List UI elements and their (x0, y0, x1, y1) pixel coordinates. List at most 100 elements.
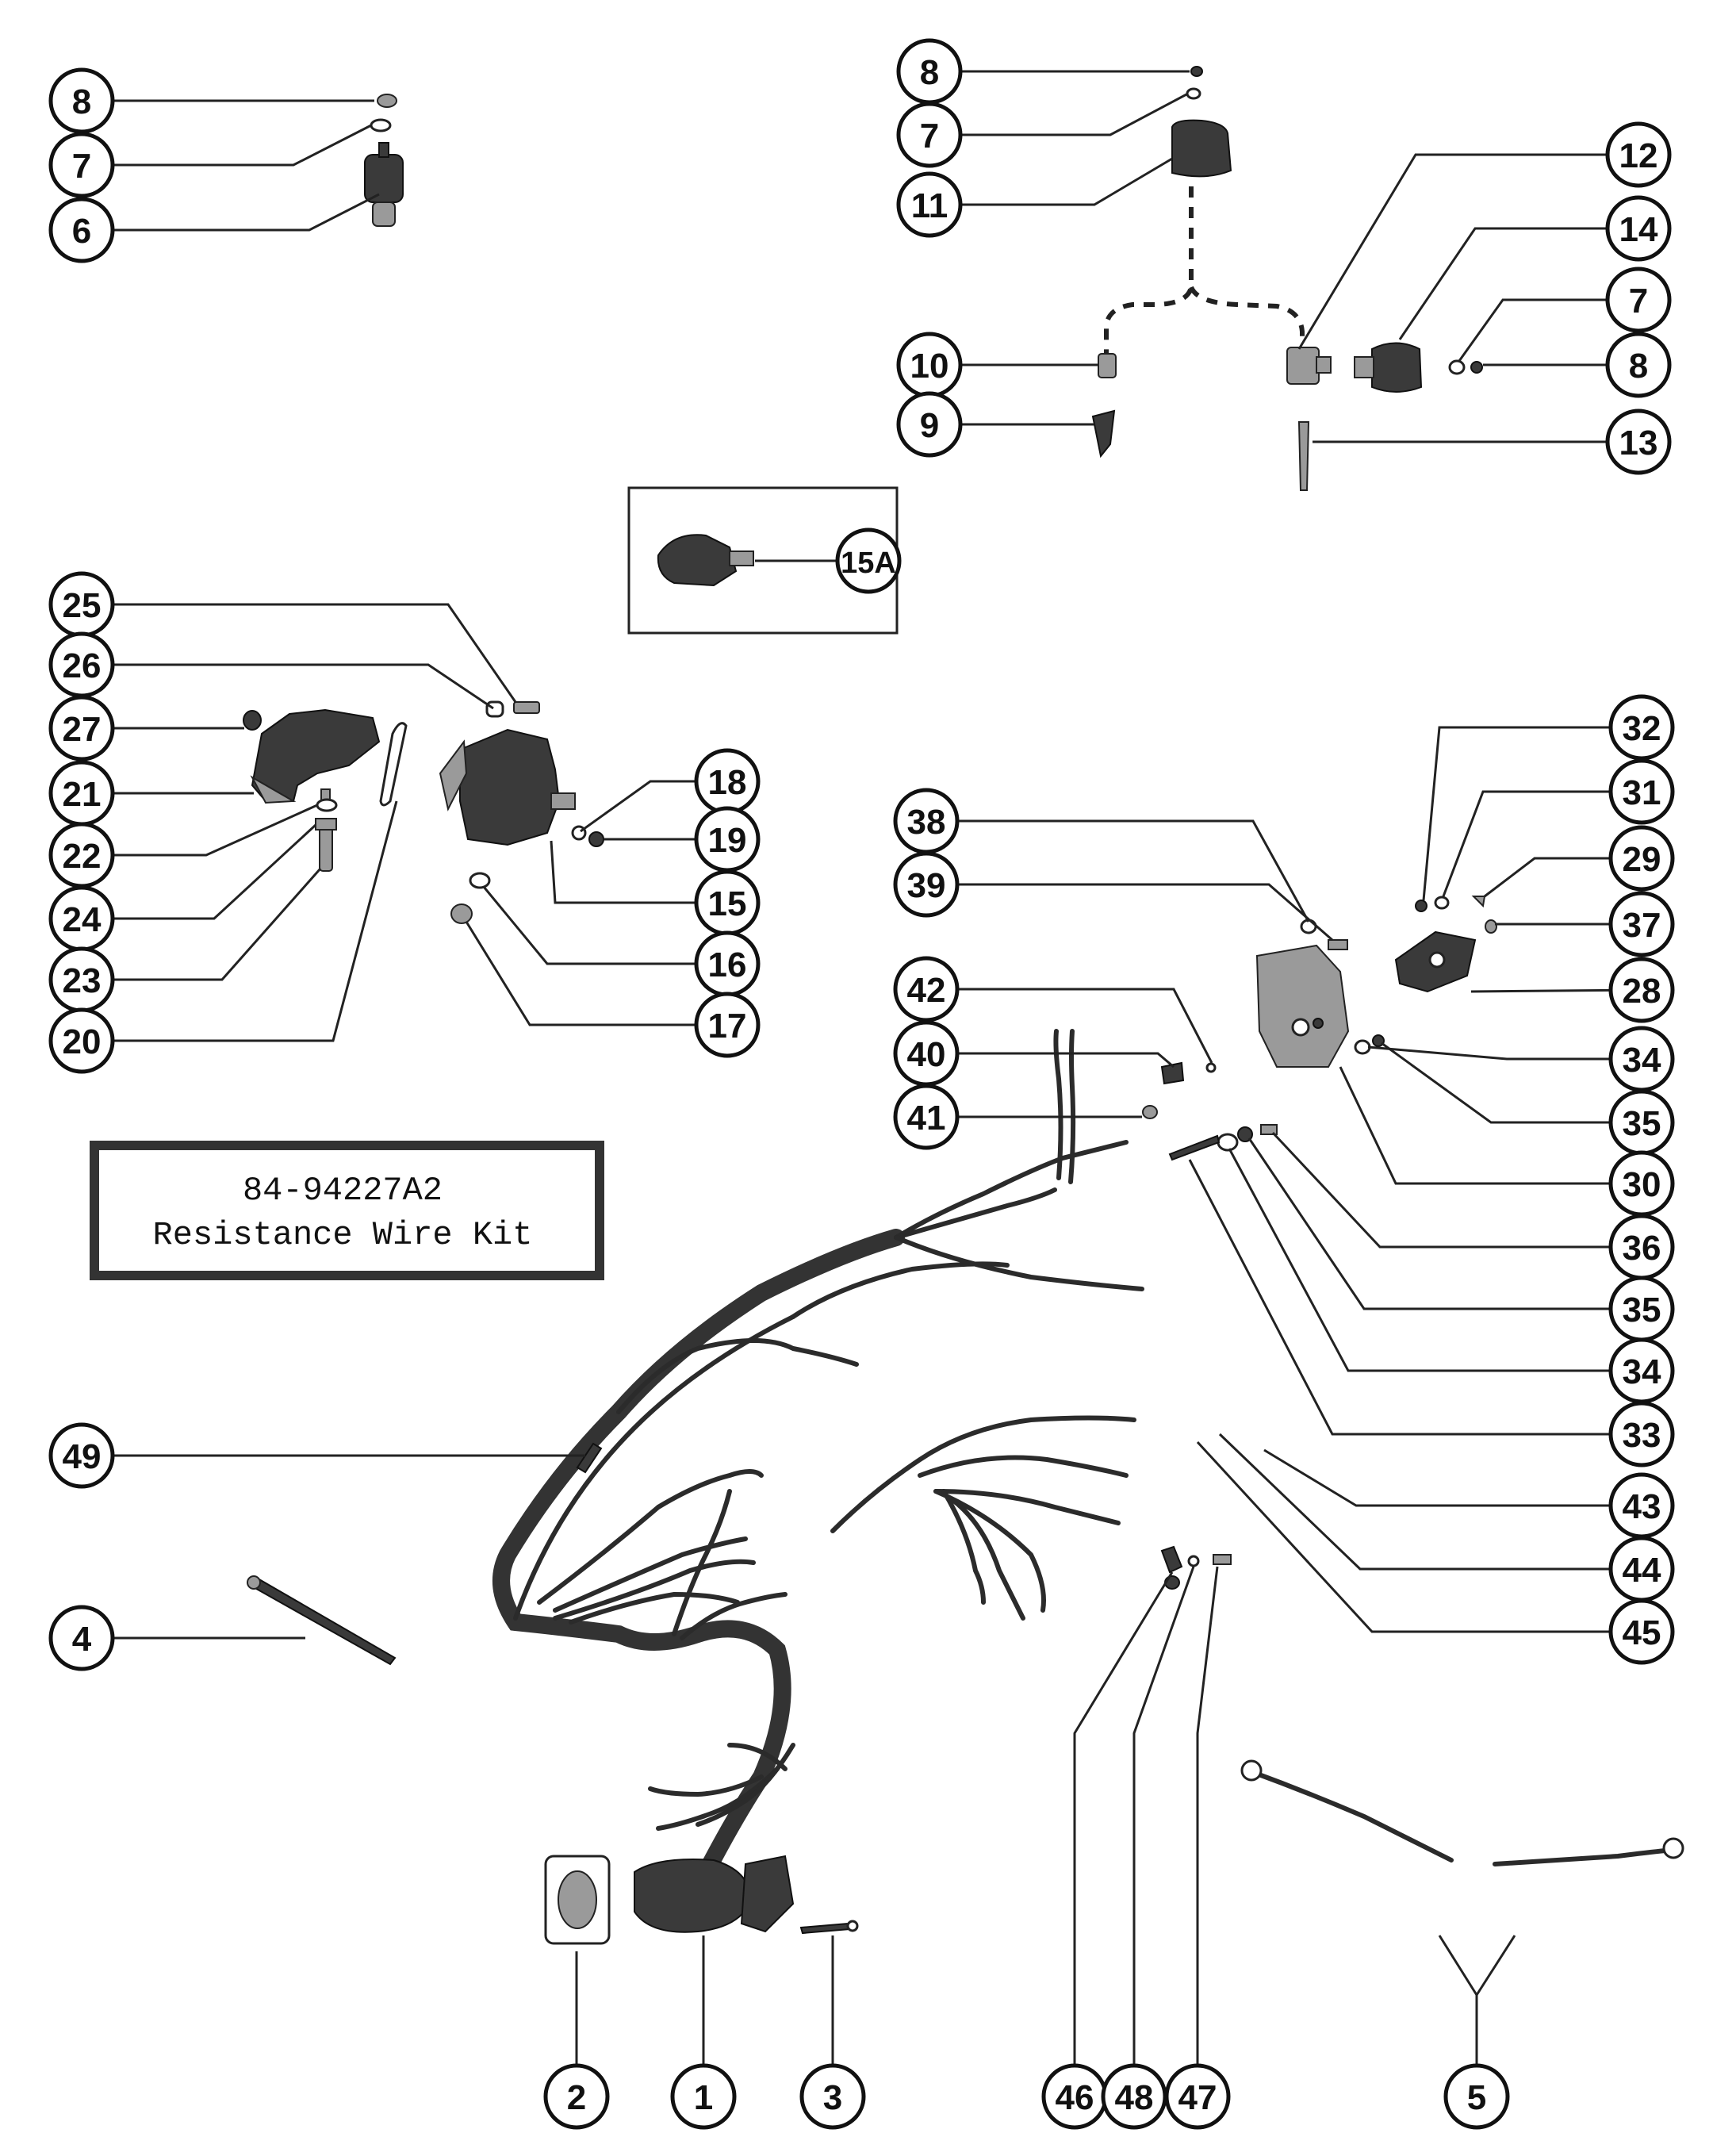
callout-labels: 8 7 6 8 7 11 10 9 12 14 7 8 13 15A 25 26… (48, 38, 1675, 2130)
callout-44-text: 44 (1623, 1551, 1661, 1590)
callout-21-text: 21 (63, 775, 102, 814)
callout-14-text: 14 (1619, 210, 1658, 249)
callout-35a: 35 (1608, 1089, 1675, 1156)
callout-33: 33 (1608, 1401, 1675, 1467)
hardware-46-47-48 (1160, 1545, 1232, 1590)
callout-11-text: 11 (911, 186, 948, 225)
wiring-harness-1 (492, 1029, 1144, 1945)
callout-8b-text: 8 (920, 53, 939, 92)
callout-32: 32 (1608, 694, 1675, 761)
callout-4: 4 (48, 1605, 115, 1671)
callout-48-text: 48 (1115, 2078, 1154, 2117)
callout-48: 48 (1101, 2063, 1167, 2130)
kit-description: Resistance Wire Kit (153, 1216, 533, 1254)
callout-36-text: 36 (1623, 1229, 1661, 1268)
callout-7a: 7 (48, 132, 115, 198)
callout-20: 20 (48, 1007, 115, 1074)
callout-34b-text: 34 (1623, 1352, 1661, 1391)
callout-34a-text: 34 (1623, 1041, 1661, 1080)
callout-8c: 8 (1605, 332, 1672, 398)
callout-14: 14 (1605, 195, 1672, 262)
callout-19: 19 (694, 806, 761, 873)
callout-30-text: 30 (1623, 1165, 1661, 1204)
callout-16: 16 (694, 930, 761, 997)
callout-24-text: 24 (63, 900, 102, 939)
callout-15: 15 (694, 869, 761, 936)
callout-12-text: 12 (1619, 136, 1658, 175)
callout-2: 2 (543, 2063, 610, 2130)
callout-26-text: 26 (63, 646, 102, 685)
callout-13-text: 13 (1619, 424, 1658, 462)
callout-47: 47 (1164, 2063, 1231, 2130)
callout-32-text: 32 (1623, 709, 1661, 748)
callout-8a-text: 8 (72, 82, 91, 121)
solenoid-assembly-15 (243, 700, 604, 924)
callout-22: 22 (48, 822, 115, 888)
callout-7a-text: 7 (72, 147, 91, 186)
callout-35b-text: 35 (1623, 1291, 1661, 1329)
callout-17-text: 17 (708, 1007, 747, 1045)
callout-41: 41 (893, 1084, 960, 1150)
callout-4-text: 4 (72, 1620, 92, 1659)
callout-33-text: 33 (1623, 1416, 1661, 1455)
callout-27: 27 (48, 695, 115, 762)
callout-13: 13 (1605, 409, 1672, 475)
callout-29: 29 (1608, 825, 1675, 892)
callout-38: 38 (893, 788, 960, 854)
callout-35b: 35 (1608, 1276, 1675, 1342)
callout-41-text: 41 (907, 1099, 946, 1137)
callout-43-text: 43 (1623, 1487, 1661, 1526)
callout-3: 3 (799, 2063, 866, 2130)
cable-tie-4 (247, 1575, 397, 1666)
callout-45: 45 (1608, 1598, 1675, 1665)
callout-8b: 8 (896, 38, 963, 105)
callout-7b-text: 7 (920, 117, 939, 155)
callout-15A: 15A (835, 527, 902, 594)
callout-21: 21 (48, 760, 115, 827)
callout-39-text: 39 (907, 866, 946, 905)
callout-8c-text: 8 (1629, 347, 1648, 386)
callout-10: 10 (896, 332, 963, 398)
callout-10-text: 10 (910, 347, 949, 386)
callout-23-text: 23 (63, 961, 102, 1000)
callout-47-text: 47 (1178, 2078, 1217, 2117)
callout-40: 40 (893, 1020, 960, 1087)
callout-15-text: 15 (708, 884, 747, 923)
sender-assembly-6 (364, 94, 404, 227)
callout-24: 24 (48, 885, 115, 952)
callout-35a-text: 35 (1623, 1104, 1661, 1143)
callout-2-text: 2 (567, 2078, 586, 2117)
callout-43: 43 (1608, 1472, 1675, 1539)
callout-49: 49 (48, 1422, 115, 1489)
callout-9-text: 9 (920, 406, 939, 445)
callout-22-text: 22 (63, 837, 102, 876)
callout-37: 37 (1608, 891, 1675, 957)
callout-25-text: 25 (63, 586, 102, 625)
callout-28-text: 28 (1623, 972, 1661, 1011)
callout-42-text: 42 (907, 971, 946, 1010)
callout-31: 31 (1608, 758, 1675, 825)
callout-40-text: 40 (907, 1035, 946, 1074)
callout-18-text: 18 (708, 763, 747, 802)
terminal-plate-assembly-30 (1142, 896, 1497, 1161)
callout-16-text: 16 (708, 946, 747, 984)
callout-1-text: 1 (694, 2078, 713, 2117)
parts-artwork (243, 66, 1684, 1945)
callout-1: 1 (670, 2063, 737, 2130)
callout-30: 30 (1608, 1150, 1675, 1217)
callout-7c-text: 7 (1629, 282, 1648, 320)
callout-6-text: 6 (72, 212, 91, 251)
callout-39: 39 (893, 851, 960, 918)
callout-18: 18 (694, 748, 761, 815)
callout-15A-text: 15A (841, 547, 896, 580)
callout-7b: 7 (896, 102, 963, 168)
callout-7c: 7 (1605, 267, 1672, 333)
callout-11: 11 (896, 171, 963, 238)
callout-26: 26 (48, 631, 115, 698)
callout-19-text: 19 (708, 821, 747, 860)
callout-5-text: 5 (1467, 2078, 1486, 2117)
callout-46: 46 (1041, 2063, 1108, 2130)
callout-45-text: 45 (1623, 1613, 1661, 1652)
gauge-sender-assembly (1091, 66, 1483, 491)
